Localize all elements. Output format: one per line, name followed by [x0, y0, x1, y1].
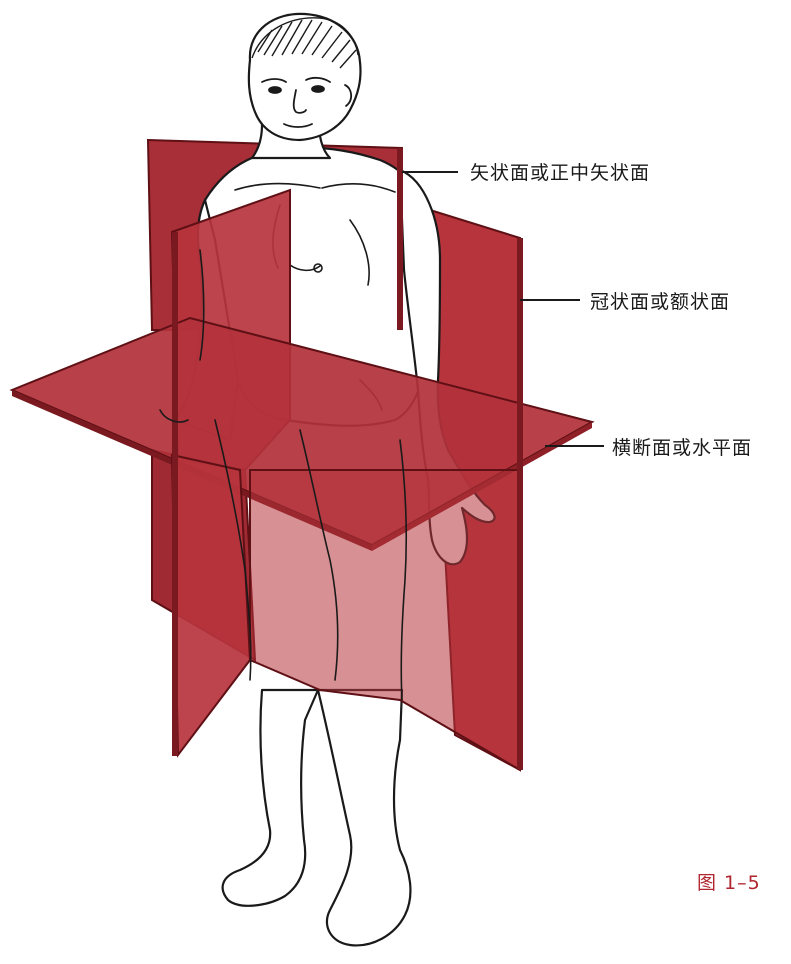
figure-caption: 图 1–5: [697, 868, 761, 895]
right-leg-outline: [318, 690, 410, 945]
sagittal-plane-lower-front: [172, 455, 250, 755]
horizontal-plane-label: 横断面或水平面: [612, 433, 752, 460]
coronal-plane-label: 冠状面或额状面: [590, 287, 730, 314]
sagittal-plane-right-edge: [397, 148, 403, 330]
coronal-plane-front-edge: [172, 232, 178, 756]
coronal-plane-right-edge: [517, 238, 523, 770]
left-leg-outline: [223, 690, 318, 906]
sagittal-plane-label: 矢状面或正中矢状面: [470, 158, 650, 185]
